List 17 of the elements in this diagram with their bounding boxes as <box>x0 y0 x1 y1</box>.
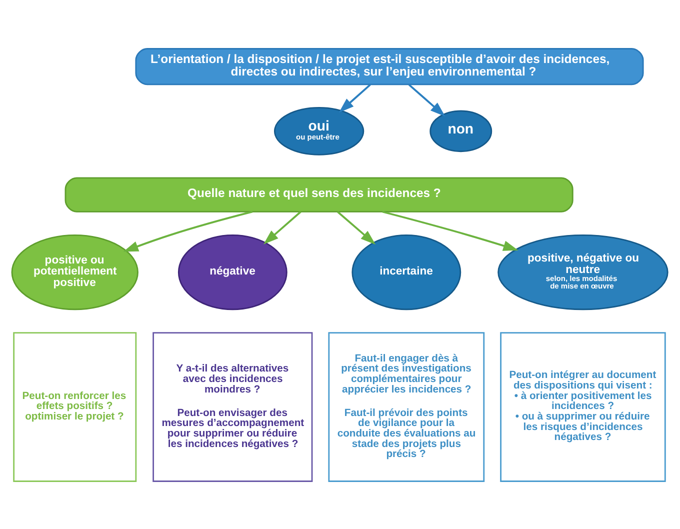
arrow <box>336 210 376 244</box>
node-ellipse: positive, négative ou neutre selon, les modalités de mise en œuvre <box>498 234 668 310</box>
arrow <box>408 83 446 116</box>
node-box: Quelle nature et quel sens des incidences ? <box>64 176 574 212</box>
node-box: Peut-on intégrer au document des dispositions qui visent : • à orienter positivement les incidences ? • ou à supprimer ou réduire les risques d’incidences négatives ? <box>500 332 666 482</box>
node-box: L’orientation / la disposition / le projet est-il susceptible d’avoir des incidences, directes ou indirectes, sur l’enjeu environnemental ? <box>135 48 644 85</box>
node-box: Peut-on renforcer les effets positifs ? optimiser le projet ? <box>13 332 137 482</box>
node-ellipse: négative <box>178 234 288 310</box>
arrow <box>123 210 253 252</box>
node-ellipse: non <box>430 110 492 152</box>
node-box: Y a-t-il des alternatives avec des incidences moindres ? Peut-on envisager des mesures d’accompagnement pour supprimer ou réduire les incidences négatives ? <box>152 332 313 482</box>
arrow <box>382 210 518 250</box>
node-ellipse: incertaine <box>352 234 462 310</box>
arrow <box>338 83 371 112</box>
arrow <box>263 210 302 244</box>
node-ellipse: oui ou peut-être <box>274 106 364 155</box>
node-box: Faut-il engager dès à présent des investigations complémentaires pour apprécier les incidences ? Faut-il prévoir des points de vigilance pour la conduite des évaluations au stade des projets plus précis ? <box>328 332 485 482</box>
